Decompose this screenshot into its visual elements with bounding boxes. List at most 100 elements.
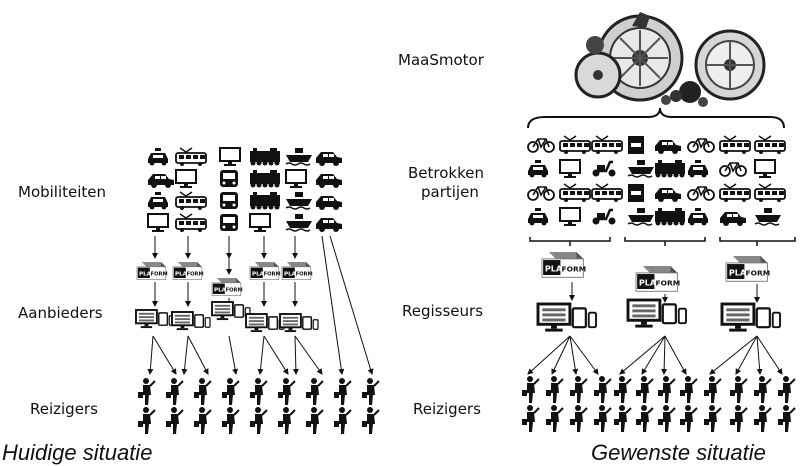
tram-icon <box>591 135 623 154</box>
taxi-icon <box>688 160 708 178</box>
car-icon <box>316 174 342 188</box>
ticket-icon <box>628 136 644 154</box>
car-icon <box>316 218 342 232</box>
computer-icon <box>249 213 271 232</box>
maas-engine-gears-icon <box>574 12 766 107</box>
label-partijen: partijen <box>421 183 479 201</box>
car-icon <box>316 152 342 166</box>
tram-icon <box>559 135 591 154</box>
computer-icon <box>754 159 776 178</box>
traveler-icon <box>362 378 380 405</box>
tram-icon <box>754 183 786 202</box>
flow-arrow <box>181 335 189 375</box>
taxi-icon <box>688 208 708 226</box>
train-icon <box>250 170 280 188</box>
traveler-icon <box>522 376 540 403</box>
tram-icon <box>719 183 751 202</box>
label-aanbieders: Aanbieders <box>18 304 103 322</box>
traveler-icon <box>594 405 612 432</box>
bicycle-icon <box>687 186 715 201</box>
label-reizigers-right: Reizigers <box>413 400 481 418</box>
traveler-icon <box>250 378 268 405</box>
taxi-icon <box>528 160 548 178</box>
flow-arrow <box>551 335 571 375</box>
traveler-icon <box>704 405 722 432</box>
flow-arrow <box>641 335 666 375</box>
flow-arrow <box>147 335 154 375</box>
ship-icon <box>285 148 312 166</box>
provider-devices-icon <box>171 311 211 331</box>
bicycle-icon <box>687 138 715 153</box>
bicycle-icon <box>719 162 747 177</box>
ship-icon <box>627 208 654 226</box>
provider-devices-icon <box>135 309 175 329</box>
traveler-icon <box>278 407 296 434</box>
bus-icon <box>220 192 238 209</box>
label-betrokken: Betrokken <box>408 164 484 182</box>
svg-text:PLAT: PLAT <box>252 272 268 278</box>
traveler-icon <box>570 376 588 403</box>
bus-icon <box>220 170 238 187</box>
tram-icon <box>175 191 207 210</box>
flow-arrow <box>619 335 666 375</box>
flow-arrow <box>756 335 763 375</box>
flow-arrow <box>228 335 239 375</box>
traveler-icon <box>522 405 540 432</box>
svg-text:PLAT: PLAT <box>545 265 568 274</box>
flow-arrow <box>569 335 599 375</box>
flow-arrow <box>152 335 177 375</box>
engine-brace <box>527 107 785 129</box>
svg-text:PLAT: PLAT <box>175 272 191 278</box>
tram-icon <box>591 183 623 202</box>
train-icon <box>250 148 280 166</box>
svg-text:FORM: FORM <box>264 272 281 278</box>
traveler-icon <box>546 376 564 403</box>
train-icon <box>655 160 685 178</box>
flow-arrow <box>664 335 687 375</box>
traveler-icon <box>222 407 240 434</box>
ticket-icon <box>628 184 644 202</box>
traveler-icon <box>166 407 184 434</box>
computer-icon <box>219 147 241 166</box>
right-parties-grid <box>527 135 786 226</box>
ship-icon <box>627 160 654 178</box>
ship-icon <box>754 208 781 226</box>
svg-text:FORM: FORM <box>296 272 313 278</box>
train-icon <box>655 208 685 226</box>
parties-braces <box>529 237 796 246</box>
traveler-icon <box>754 376 772 403</box>
provider-devices-icon <box>536 302 597 332</box>
provider-devices-icon <box>245 313 285 333</box>
provider-devices-icon <box>626 298 687 328</box>
tram-icon <box>559 183 591 202</box>
ship-icon <box>285 192 312 210</box>
traveler-icon <box>306 378 324 405</box>
label-reizigers-left: Reizigers <box>30 400 98 418</box>
svg-text:PLAT: PLAT <box>139 272 155 278</box>
provider-devices-icon <box>279 313 319 333</box>
label-regisseurs: Regisseurs <box>402 302 483 320</box>
traveler-icon <box>166 378 184 405</box>
computer-icon <box>559 159 581 178</box>
flow-arrow <box>735 335 758 375</box>
scooter-icon <box>592 160 616 177</box>
traveler-icon <box>680 376 698 403</box>
svg-text:PLAT: PLAT <box>729 269 752 278</box>
car-icon <box>148 174 174 188</box>
train-icon <box>250 192 280 210</box>
traveler-icon <box>362 407 380 434</box>
svg-text:PLAT: PLAT <box>284 272 300 278</box>
traveler-icon <box>636 405 654 432</box>
flow-arrow <box>263 335 289 375</box>
traveler-icon <box>658 405 676 432</box>
traveler-icon <box>334 407 352 434</box>
flow-arrow <box>329 235 374 375</box>
